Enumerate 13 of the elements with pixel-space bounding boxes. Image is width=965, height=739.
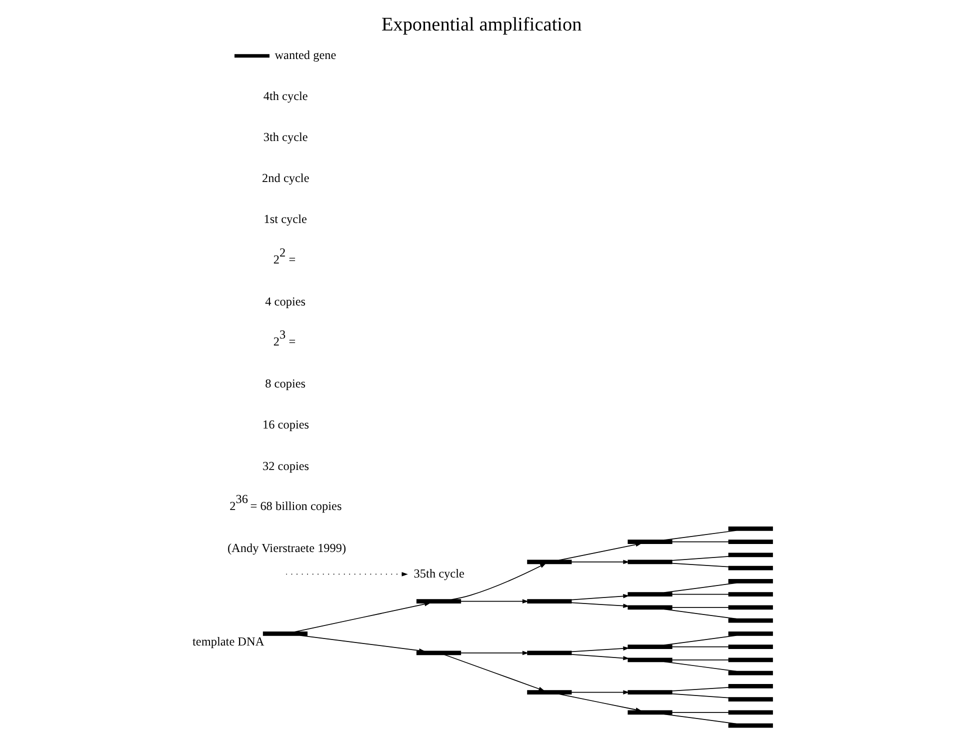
label: 4th cycle (263, 88, 308, 103)
label: (Andy Vierstraete 1999) (227, 541, 346, 556)
label: 4 copies (265, 294, 306, 308)
label: 8 copies (265, 376, 306, 391)
label: 3th cycle (263, 130, 308, 144)
node-label: template DNA (192, 634, 264, 648)
legend-label: wanted gene (274, 48, 336, 62)
label: 2nd cycle (262, 171, 310, 186)
diagram-title: Exponential amplification (381, 14, 582, 36)
label: 16 copies (262, 418, 310, 432)
label: 32 copies (262, 458, 310, 473)
node-text: 35th cycle (414, 566, 464, 580)
label: 1st cycle (264, 212, 307, 226)
